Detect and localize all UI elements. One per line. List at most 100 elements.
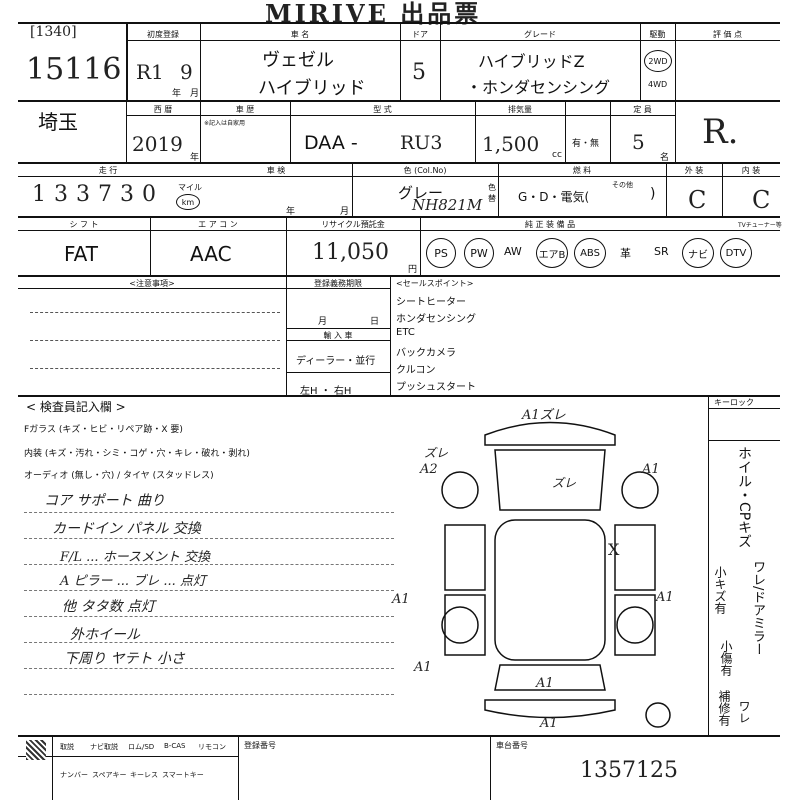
displacement-value: 1,500: [482, 132, 540, 156]
first-reg-month: 9: [180, 60, 193, 84]
score-label: 評 価 点: [712, 30, 743, 39]
inspector-note-5: 他 タタ数 点灯: [62, 599, 155, 615]
diagram-mark-5: A1: [642, 462, 660, 477]
first-reg-month-unit: 月: [190, 89, 200, 99]
reg-no-label: 登録番号: [244, 741, 276, 750]
mileage-unit-mile: マイル: [178, 183, 202, 192]
mileage-label: 走 行: [98, 166, 118, 175]
fuel-other: その他: [612, 181, 633, 189]
notes-label: <注意事項>: [129, 279, 175, 288]
inspection-label: 車 検: [266, 166, 286, 175]
model-prefix: DAA -: [304, 132, 358, 154]
inspector-interior: 内装 (キズ・汚れ・シミ・コゲ・穴・キレ・破れ・剥れ): [24, 449, 250, 459]
right-door-rear: [614, 594, 656, 656]
equip-navi: ナビ: [682, 238, 714, 268]
qr-code-icon: [26, 740, 46, 760]
equipment-tuner: TVチューナー等: [738, 222, 782, 229]
grade-label: グレード: [524, 30, 556, 39]
spare-wheel: [645, 702, 671, 728]
shift-value: FAT: [64, 242, 99, 266]
diagram-mark-8: A1: [656, 590, 674, 605]
capacity-label: 定 員: [633, 105, 652, 114]
import-dealer: ディーラー・並行: [296, 356, 376, 367]
inspector-note-6: 外ホイール: [70, 627, 140, 643]
inspector-note-4: A ピラー ... ブレ ... 点灯: [60, 574, 206, 589]
lot-bracket: [1340]: [30, 24, 77, 40]
form-title: MIRIVE 出品票: [265, 0, 482, 28]
rear-bumper-shape: [484, 699, 616, 719]
mileage-unit-km: km: [176, 194, 200, 210]
wheel-fr: [621, 471, 659, 509]
diagram-mark-11: A1: [540, 716, 558, 731]
footer-item-bcas: B-CAS: [164, 742, 186, 750]
footer-item-smart-key: スマートキー: [162, 771, 204, 779]
side-note-1: ホイル・CPキズ: [736, 446, 752, 549]
reg-expiry-label: 登録義務期限: [314, 279, 362, 288]
region-value: 埼玉: [38, 110, 78, 134]
sales-point-6: プッシュスタート: [396, 382, 476, 393]
wheel-rr: [616, 606, 654, 644]
wheel-fl: [441, 471, 479, 509]
inspector-note-1: コア サポート 曲り: [44, 493, 165, 509]
drive-2wd: 2WD: [644, 50, 672, 72]
reg-expiry-day: 日: [370, 317, 380, 327]
first-reg-era: R1: [136, 60, 164, 84]
interior-value: C: [752, 186, 771, 214]
interior-label: 内 装: [741, 166, 761, 175]
hood-shape: [494, 449, 606, 511]
history-note: ※記入は自家用: [204, 120, 246, 127]
history-label: 車 歴: [235, 105, 255, 114]
mileage-digit-6: 0: [142, 182, 156, 207]
chassis-number: 1357125: [580, 758, 678, 783]
equip-dtv: DTV: [720, 238, 752, 268]
footer-item-keyless: キーレス: [130, 771, 158, 779]
recycle-label: リサイクル預託金: [321, 220, 385, 229]
diagram-mark-1: A1ズレ: [522, 408, 566, 423]
mileage-digit-2: 3: [54, 182, 68, 207]
side-note-3: 小キズ有: [713, 566, 727, 614]
color-suffix: 色替: [488, 183, 496, 203]
equip-aw: AW: [504, 245, 522, 258]
lot-number: 15116: [26, 52, 122, 87]
color-label: 色 (Col.No): [403, 166, 447, 175]
car-damage-diagram: [441, 421, 671, 728]
side-note-4: 小傷有: [719, 640, 733, 676]
diagram-mark-4: ズレ: [552, 476, 577, 490]
recycle-unit: 円: [408, 265, 418, 275]
recycle-value: 11,050: [312, 240, 389, 265]
doors-value: 5: [412, 60, 426, 85]
equip-ps: PS: [426, 238, 456, 268]
diagram-mark-6: X: [608, 540, 620, 559]
left-door-front: [444, 524, 486, 591]
equip-airbag: エアB: [536, 238, 568, 268]
sales-point-1: シートヒーター: [396, 297, 466, 308]
car-name-line2: ハイブリッド: [258, 78, 366, 99]
score-value: R.: [702, 112, 739, 152]
footer-item-navi-manual: ナビ取説: [90, 743, 118, 751]
capacity-value: 5: [632, 130, 645, 154]
exterior-label: 外 装: [684, 166, 704, 175]
sales-points-label: <セールスポイント>: [396, 279, 474, 288]
chassis-label: 車台番号: [496, 741, 528, 750]
exterior-value: C: [688, 186, 707, 214]
import-steer: 左H ・ 右H: [300, 386, 352, 397]
mileage-digit-3: 3: [76, 182, 90, 207]
inspection-month: 月: [340, 207, 350, 217]
sales-point-2: ホンダセンシング: [396, 314, 476, 325]
keylock-label: キーロック: [714, 398, 754, 407]
capacity-unit: 名: [660, 153, 670, 163]
fuel-options: G・D・電気(: [518, 190, 590, 204]
grade-line2: ・ホンダセンシング: [466, 78, 611, 97]
color-name: グレー: [398, 184, 444, 202]
footer-item-spare-key: スペアキー: [92, 771, 127, 779]
drive-4wd: 4WD: [648, 80, 668, 89]
left-door-rear: [444, 594, 486, 656]
inspector-label: < 検査員記入欄 >: [26, 400, 126, 414]
side-note-6: ワレ: [737, 700, 751, 724]
equip-sr: SR: [654, 245, 669, 258]
year-value: 2019: [132, 132, 183, 156]
equipment-label: 純 正 装 備 品: [524, 220, 576, 229]
model-code: RU3: [400, 132, 443, 154]
sales-point-5: クルコン: [396, 365, 436, 376]
front-bumper-shape: [484, 421, 616, 446]
